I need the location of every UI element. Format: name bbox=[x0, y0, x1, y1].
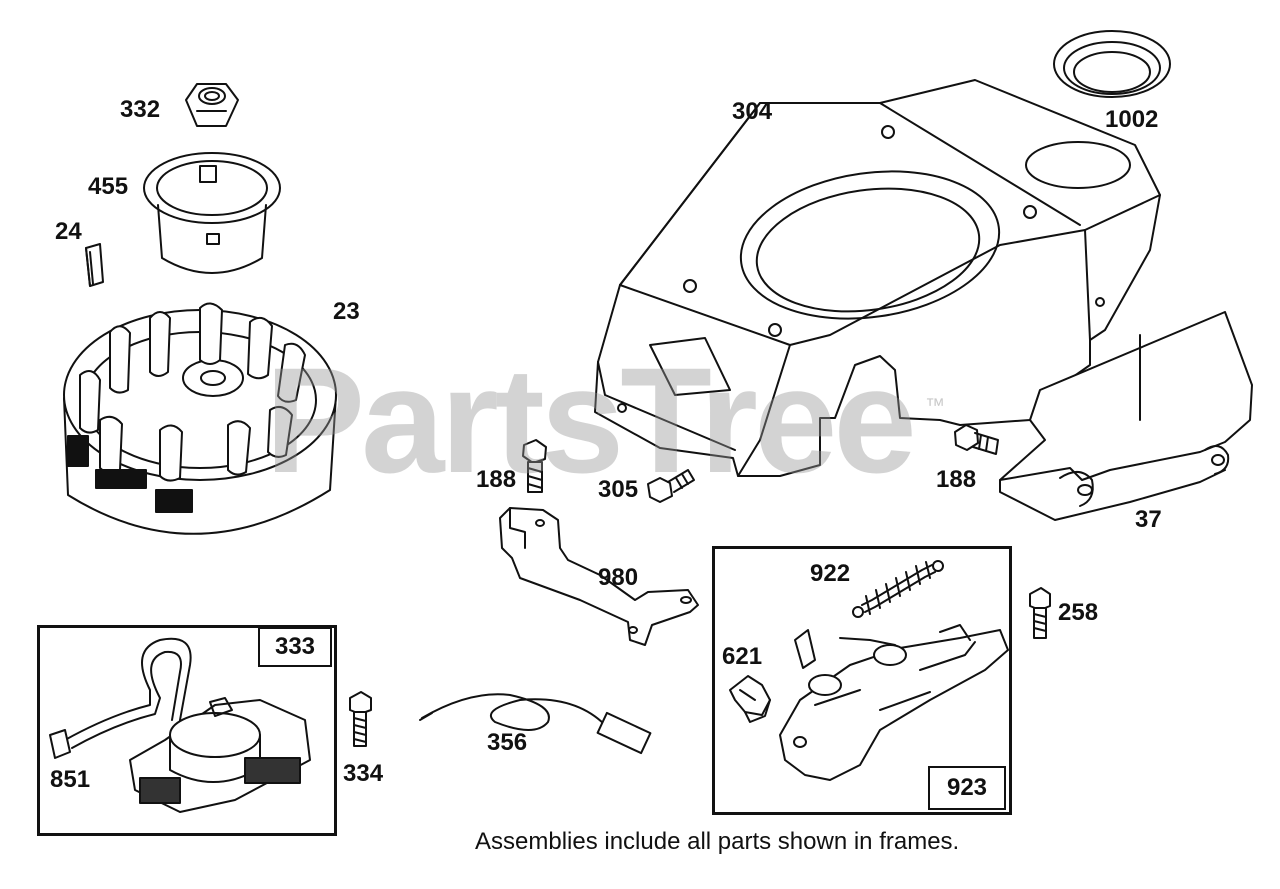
part-label-980: 980 bbox=[598, 564, 639, 591]
part-label-851: 851 bbox=[50, 766, 91, 793]
part-label-922: 922 bbox=[810, 560, 851, 587]
frame-governor bbox=[712, 546, 1012, 815]
part-label-304: 304 bbox=[732, 98, 773, 125]
bolt-188-right-part bbox=[954, 424, 999, 455]
flywheel-part bbox=[63, 302, 337, 535]
bracket-980-part bbox=[499, 507, 699, 646]
wire-356-part bbox=[419, 693, 652, 755]
part-label-188-right: 188 bbox=[936, 466, 977, 493]
grommet-part bbox=[1053, 30, 1171, 98]
watermark: PartsTree bbox=[265, 336, 917, 504]
clip-621-part bbox=[729, 675, 771, 723]
part-label-37: 37 bbox=[1135, 506, 1162, 533]
part-label-334: 334 bbox=[343, 760, 384, 787]
part-label-23: 23 bbox=[333, 298, 360, 325]
frame-label-governor: 923 bbox=[928, 766, 1006, 810]
bolt-334-part bbox=[349, 691, 372, 747]
part-label-1002: 1002 bbox=[1105, 106, 1159, 133]
frame-ignition bbox=[37, 625, 337, 836]
bracket-plate-part bbox=[999, 311, 1253, 521]
hex-nut-part bbox=[185, 83, 239, 127]
part-label-305: 305 bbox=[598, 476, 639, 503]
key-part bbox=[85, 243, 104, 287]
trademark-mark: ™ bbox=[925, 395, 945, 417]
assembly-note: Assemblies include all parts shown in fr… bbox=[475, 828, 960, 855]
governor-assembly-part bbox=[779, 624, 1009, 781]
cup-part bbox=[143, 152, 281, 274]
frame-label-ignition: 333 bbox=[258, 627, 332, 667]
ignition-coil-part bbox=[49, 637, 311, 813]
blower-housing-part bbox=[594, 79, 1161, 477]
part-label-24: 24 bbox=[55, 218, 82, 245]
part-label-258: 258 bbox=[1058, 599, 1099, 626]
part-label-621: 621 bbox=[722, 643, 763, 670]
part-label-188-left: 188 bbox=[476, 466, 517, 493]
bolt-305-part bbox=[647, 469, 695, 503]
part-label-356: 356 bbox=[487, 729, 528, 756]
spring-part bbox=[852, 560, 944, 618]
bolt-188-left-part bbox=[522, 439, 547, 493]
bolt-258-part bbox=[1029, 587, 1051, 639]
part-label-332: 332 bbox=[120, 96, 161, 123]
part-label-455: 455 bbox=[88, 173, 129, 200]
